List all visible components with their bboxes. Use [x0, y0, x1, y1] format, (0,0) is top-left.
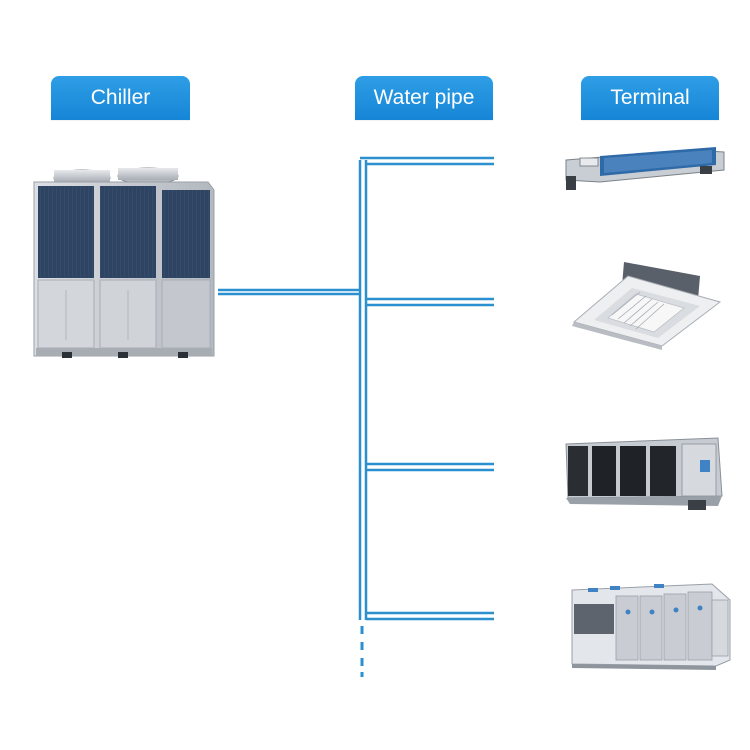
coil-panel-right: [162, 190, 210, 278]
coil-panel-mid: [100, 186, 156, 278]
water-pipe-header: Water pipe: [355, 76, 493, 120]
coil-panel-left: [38, 186, 94, 278]
chiller-header: Chiller: [51, 76, 190, 120]
terminal-header: Terminal: [581, 76, 719, 120]
